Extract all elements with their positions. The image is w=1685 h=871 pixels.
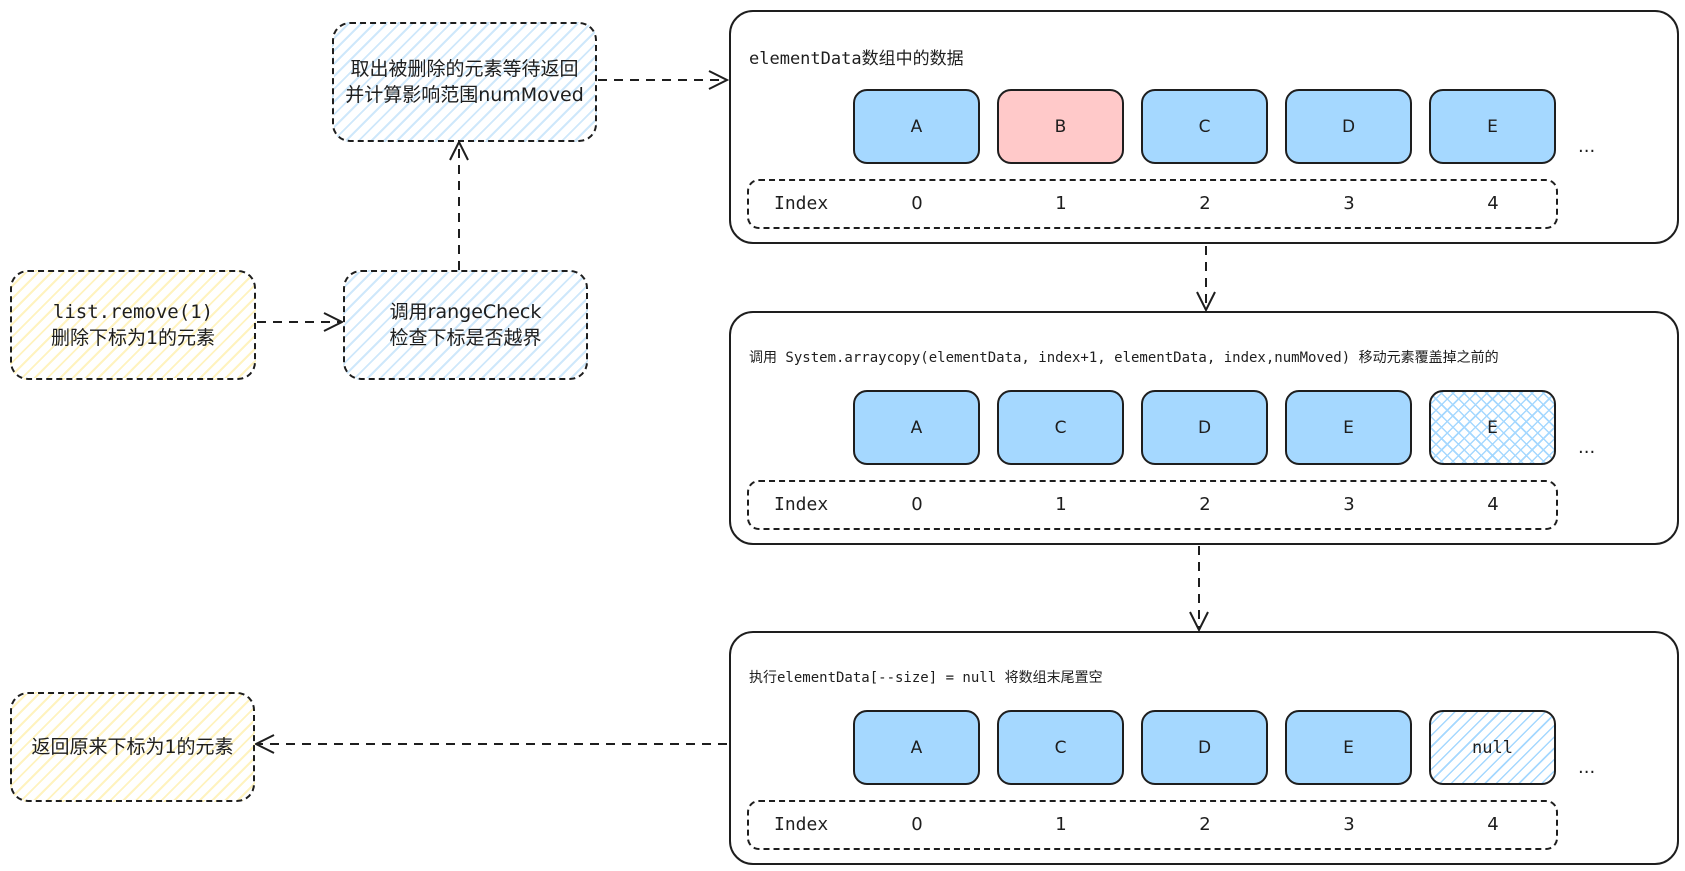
index-value: 1 bbox=[1055, 193, 1067, 214]
index-value: 2 bbox=[1199, 814, 1211, 835]
array-cell-null: null bbox=[1429, 710, 1556, 785]
ellipsis: ... bbox=[1578, 757, 1596, 778]
range-check-call: 调用rangeCheck bbox=[389, 301, 542, 323]
index-value: 0 bbox=[911, 814, 923, 835]
range-check-desc: 检查下标是否越界 bbox=[389, 327, 542, 349]
index-row: Index 0 1 2 3 4 bbox=[747, 800, 1558, 850]
return-element-text: 返回原来下标为1的元素 bbox=[31, 736, 234, 758]
array-cell: C bbox=[1141, 89, 1268, 164]
index-label: Index bbox=[774, 814, 829, 835]
index-row: Index 0 1 2 3 4 bbox=[747, 480, 1558, 530]
array-panel-original: elementData数组中的数据 A B C D E ... Index 0 … bbox=[729, 10, 1679, 244]
array-cell: D bbox=[1141, 710, 1268, 785]
array-cell: D bbox=[1141, 390, 1268, 465]
array-cell-removed: B bbox=[997, 89, 1124, 164]
index-value: 0 bbox=[911, 494, 923, 515]
ellipsis: ... bbox=[1578, 136, 1596, 157]
index-value: 3 bbox=[1343, 193, 1355, 214]
return-element-node: 返回原来下标为1的元素 bbox=[10, 692, 255, 802]
take-element-line1: 取出被删除的元素等待返回 bbox=[350, 58, 579, 80]
array-cell: E bbox=[1285, 710, 1412, 785]
index-value: 4 bbox=[1487, 193, 1499, 214]
take-element-node: 取出被删除的元素等待返回 并计算影响范围numMoved bbox=[332, 22, 597, 142]
array-cell: D bbox=[1285, 89, 1412, 164]
index-value: 0 bbox=[911, 193, 923, 214]
index-value: 4 bbox=[1487, 814, 1499, 835]
index-value: 2 bbox=[1199, 494, 1211, 515]
index-label: Index bbox=[774, 193, 829, 214]
remove-call-code: list.remove(1) bbox=[52, 301, 214, 323]
panel-title: 执行elementData[--size] = null 将数组末尾置空 bbox=[749, 670, 1103, 686]
array-panel-null-tail: 执行elementData[--size] = null 将数组末尾置空 A C… bbox=[729, 631, 1679, 865]
index-value: 3 bbox=[1343, 494, 1355, 515]
index-value: 2 bbox=[1199, 193, 1211, 214]
take-element-line2: 并计算影响范围numMoved bbox=[345, 84, 584, 106]
array-cell: A bbox=[853, 390, 980, 465]
index-value: 4 bbox=[1487, 494, 1499, 515]
remove-call-node: list.remove(1) 删除下标为1的元素 bbox=[10, 270, 256, 380]
ellipsis: ... bbox=[1578, 437, 1596, 458]
index-label: Index bbox=[774, 494, 829, 515]
index-row: Index 0 1 2 3 4 bbox=[747, 179, 1558, 229]
index-value: 3 bbox=[1343, 814, 1355, 835]
array-cell-duplicate: E bbox=[1429, 390, 1556, 465]
array-cell: C bbox=[997, 710, 1124, 785]
array-cell: E bbox=[1429, 89, 1556, 164]
array-cell: C bbox=[997, 390, 1124, 465]
index-value: 1 bbox=[1055, 814, 1067, 835]
index-value: 1 bbox=[1055, 494, 1067, 515]
panel-title: elementData数组中的数据 bbox=[749, 49, 964, 69]
array-cell: A bbox=[853, 710, 980, 785]
array-cell: A bbox=[853, 89, 980, 164]
panel-title: 调用 System.arraycopy(elementData, index+1… bbox=[749, 350, 1499, 366]
array-cell: E bbox=[1285, 390, 1412, 465]
array-panel-arraycopy: 调用 System.arraycopy(elementData, index+1… bbox=[729, 311, 1679, 545]
remove-call-desc: 删除下标为1的元素 bbox=[50, 327, 216, 349]
range-check-node: 调用rangeCheck 检查下标是否越界 bbox=[343, 270, 588, 380]
